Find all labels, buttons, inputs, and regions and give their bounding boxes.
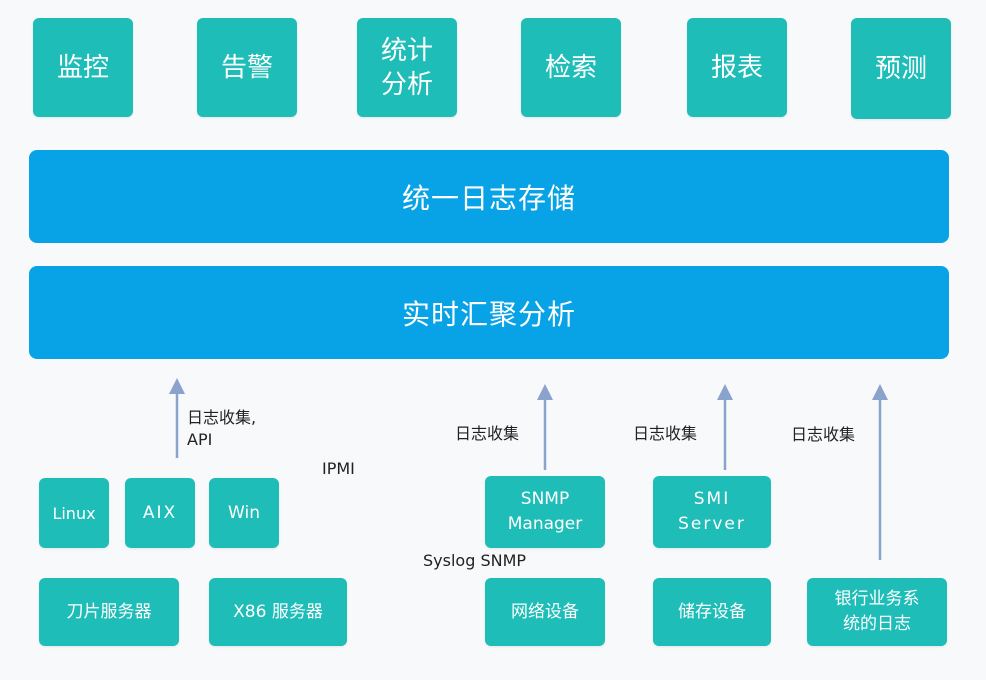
tile-x86-server: X86 服务器 [209,578,347,646]
label-collect-api-1: 日志收集, [187,408,257,427]
unified-log-storage-bar: 统一日志存储 [29,150,949,243]
tile-snmp-manager: SNMP Manager [485,476,605,548]
tile-aix: AIX [125,478,195,548]
tile-alert: 告警 [197,18,297,117]
tile-monitor: 监控 [33,18,133,117]
tile-statistics: 统计分析 [357,18,457,117]
tile-network-device: 网络设备 [485,578,605,646]
tile-win: Win [209,478,279,548]
tile-bank-system-log: 银行业务系统的日志 [807,578,947,646]
tile-blade-server: 刀片服务器 [39,578,179,646]
tile-report: 报表 [687,18,787,117]
tile-search: 检索 [521,18,621,117]
tile-forecast: 预测 [851,18,951,119]
label-collect-smi: 日志收集 [633,424,698,443]
realtime-aggregation-bar: 实时汇聚分析 [29,266,949,359]
label-ipmi: IPMI [322,459,355,478]
label-collect-snmp: 日志收集 [455,424,520,443]
label-collect-bank: 日志收集 [791,425,856,444]
tile-storage-device: 储存设备 [653,578,771,646]
label-syslog-snmp: Syslog SNMP [423,551,527,570]
tile-smi-server: SMI Server [653,476,771,548]
tile-linux: Linux [39,478,109,548]
label-collect-api-2: API [187,430,213,449]
